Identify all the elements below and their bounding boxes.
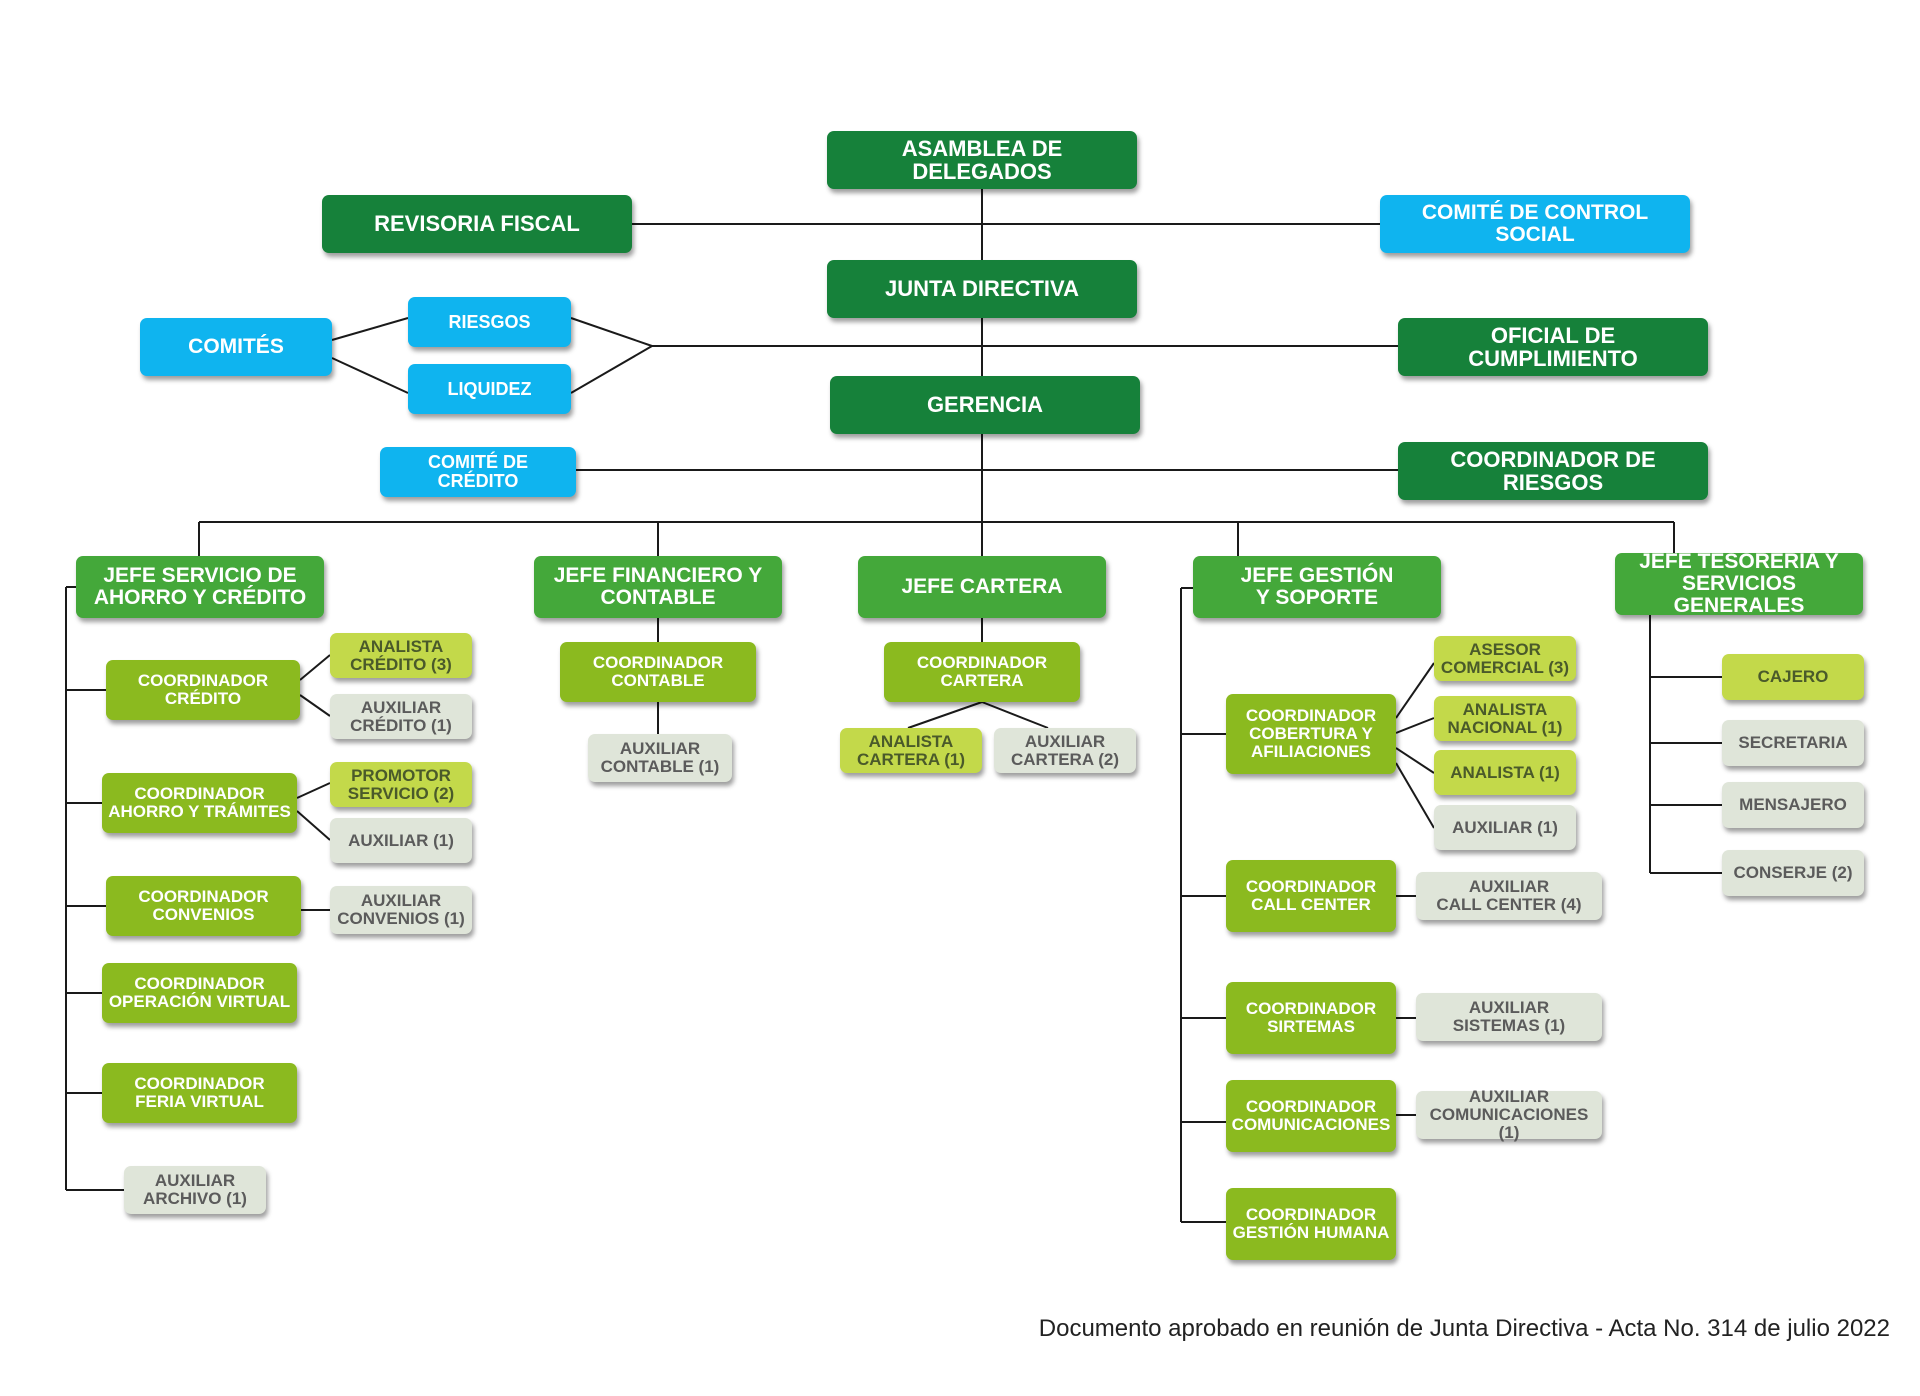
- coordinador-cartera-box: COORDINADOR CARTERA: [884, 642, 1080, 702]
- auxiliar-convenios-box: AUXILIAR CONVENIOS (1): [330, 886, 472, 934]
- conserje-box: CONSERJE (2): [1722, 850, 1864, 896]
- auxiliar-call-center-box: AUXILIAR CALL CENTER (4): [1416, 872, 1602, 920]
- riesgos-box: RIESGOS: [408, 297, 571, 347]
- approval-footnote: Documento aprobado en reunión de Junta D…: [1038, 1315, 1890, 1342]
- auxiliar-credito-box: AUXILIAR CRÉDITO (1): [330, 694, 472, 739]
- coordinador-ahorro-tramites-box: COORDINADOR AHORRO Y TRÁMITES: [102, 773, 297, 833]
- gerencia-box: GERENCIA: [830, 376, 1140, 434]
- jefe-cartera-box: JEFE CARTERA: [858, 556, 1106, 618]
- comite-control-social-box: COMITÉ DE CONTROL SOCIAL: [1380, 195, 1690, 253]
- coordinador-convenios-box: COORDINADOR CONVENIOS: [106, 876, 301, 936]
- comites-box: COMITÉS: [140, 318, 332, 376]
- auxiliar-archivo-box: AUXILIAR ARCHIVO (1): [124, 1166, 266, 1214]
- liquidez-box: LIQUIDEZ: [408, 364, 571, 414]
- jefe-financiero-contable-box: JEFE FINANCIERO Y CONTABLE: [534, 556, 782, 618]
- coordinador-operacion-virtual-box: COORDINADOR OPERACIÓN VIRTUAL: [102, 963, 297, 1023]
- jefe-gestion-soporte-box: JEFE GESTIÓN Y SOPORTE: [1193, 556, 1441, 618]
- coordinador-feria-virtual-box: COORDINADOR FERIA VIRTUAL: [102, 1063, 297, 1123]
- cajero-box: CAJERO: [1722, 654, 1864, 700]
- auxiliar-box: AUXILIAR (1): [1434, 805, 1576, 850]
- coordinador-credito-box: COORDINADOR CRÉDITO: [106, 660, 300, 720]
- secretaria-box: SECRETARIA: [1722, 720, 1864, 766]
- analista-nacional-box: ANALISTA NACIONAL (1): [1434, 696, 1576, 741]
- coordinador-sistemas-box: COORDINADOR SIRTEMAS: [1226, 982, 1396, 1054]
- coordinador-contable-box: COORDINADOR CONTABLE: [560, 642, 756, 702]
- coordinador-comunicaciones-box: COORDINADOR COMUNICACIONES: [1226, 1080, 1396, 1152]
- auxiliar-ahorro-box: AUXILIAR (1): [330, 818, 472, 863]
- oficial-de-cumplimiento-box: OFICIAL DE CUMPLIMIENTO: [1398, 318, 1708, 376]
- revisoria-fiscal-box: REVISORIA FISCAL: [322, 195, 632, 253]
- comite-de-credito-box: COMITÉ DE CRÉDITO: [380, 447, 576, 497]
- asamblea-de-delegados-box: ASAMBLEA DE DELEGADOS: [827, 131, 1137, 189]
- analista-cartera-box: ANALISTA CARTERA (1): [840, 728, 982, 773]
- coordinador-call-center-box: COORDINADOR CALL CENTER: [1226, 860, 1396, 932]
- auxiliar-cartera-box: AUXILIAR CARTERA (2): [994, 728, 1136, 773]
- auxiliar-comunicaciones-box: AUXILIAR COMUNICACIONES (1): [1416, 1088, 1602, 1141]
- coordinador-cobertura-afiliaciones-box: COORDINADOR COBERTURA Y AFILIACIONES: [1226, 694, 1396, 774]
- asesor-comercial-box: ASESOR COMERCIAL (3): [1434, 636, 1576, 681]
- auxiliar-contable-box: AUXILIAR CONTABLE (1): [588, 734, 732, 782]
- jefe-tesoreria-box: JEFE TESORERÍA Y SERVICIOS GENERALES: [1615, 550, 1863, 617]
- coordinador-gestion-humana-box: COORDINADOR GESTIÓN HUMANA: [1226, 1188, 1396, 1260]
- analista-box: ANALISTA (1): [1434, 750, 1576, 795]
- junta-directiva-box: JUNTA DIRECTIVA: [827, 260, 1137, 318]
- analista-credito-box: ANALISTA CRÉDITO (3): [330, 633, 472, 678]
- mensajero-box: MENSAJERO: [1722, 782, 1864, 828]
- coordinador-de-riesgos-box: COORDINADOR DE RIESGOS: [1398, 442, 1708, 500]
- auxiliar-sistemas-box: AUXILIAR SISTEMAS (1): [1416, 993, 1602, 1041]
- jefe-ahorro-credito-box: JEFE SERVICIO DE AHORRO Y CRÉDITO: [76, 556, 324, 618]
- promotor-servicio-box: PROMOTOR SERVICIO (2): [330, 762, 472, 807]
